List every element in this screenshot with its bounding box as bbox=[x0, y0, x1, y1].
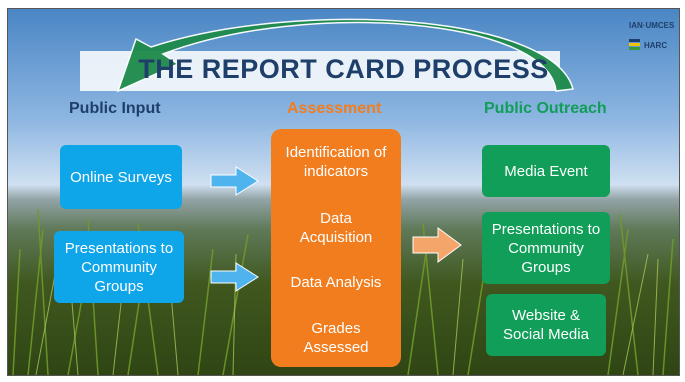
presentations-community-input-box: Presentations to Community Groups bbox=[54, 231, 184, 303]
presentations-community-outreach-box: Presentations to Community Groups bbox=[482, 212, 610, 284]
website-social-media-box: Website & Social Media bbox=[486, 294, 606, 356]
marsh-grass-background bbox=[12, 208, 674, 375]
data-acquisition-text: Data Acquisition bbox=[299, 210, 373, 246]
logo-bar-icon bbox=[629, 43, 640, 46]
page-title: THE REPORT CARD PROCESS bbox=[138, 54, 549, 84]
public-input-header: Public Input bbox=[69, 100, 161, 117]
logo-bar-icon bbox=[629, 47, 640, 50]
slide: THE REPORT CARD PROCESS IAN·UMCES HARC P… bbox=[7, 8, 680, 376]
online-surveys-box: Online Surveys bbox=[60, 145, 182, 209]
flow-arrows bbox=[116, 18, 574, 292]
arrow-surveys-to-assessment bbox=[210, 166, 259, 196]
data-analysis-text: Data Analysis bbox=[290, 274, 382, 291]
public-outreach-header: Public Outreach bbox=[484, 100, 607, 117]
grades-assessed-text: Grades Assessed bbox=[303, 320, 369, 356]
arrow-assessment-to-outreach bbox=[412, 227, 462, 263]
assessment-column bbox=[271, 129, 401, 367]
identification-of-indicators-text: Identification of indicators bbox=[285, 144, 387, 180]
feedback-arc-arrow bbox=[116, 18, 574, 93]
logo-bar-icon bbox=[629, 39, 640, 42]
logo-text-secondary: HARC bbox=[644, 41, 668, 50]
assessment-header: Assessment bbox=[287, 100, 382, 117]
arrow-presentations-to-assessment bbox=[210, 262, 259, 292]
logo-text-primary: IAN·UMCES bbox=[629, 21, 675, 30]
media-event-box: Media Event bbox=[482, 145, 610, 197]
organization-logo: IAN·UMCES HARC bbox=[629, 21, 675, 55]
